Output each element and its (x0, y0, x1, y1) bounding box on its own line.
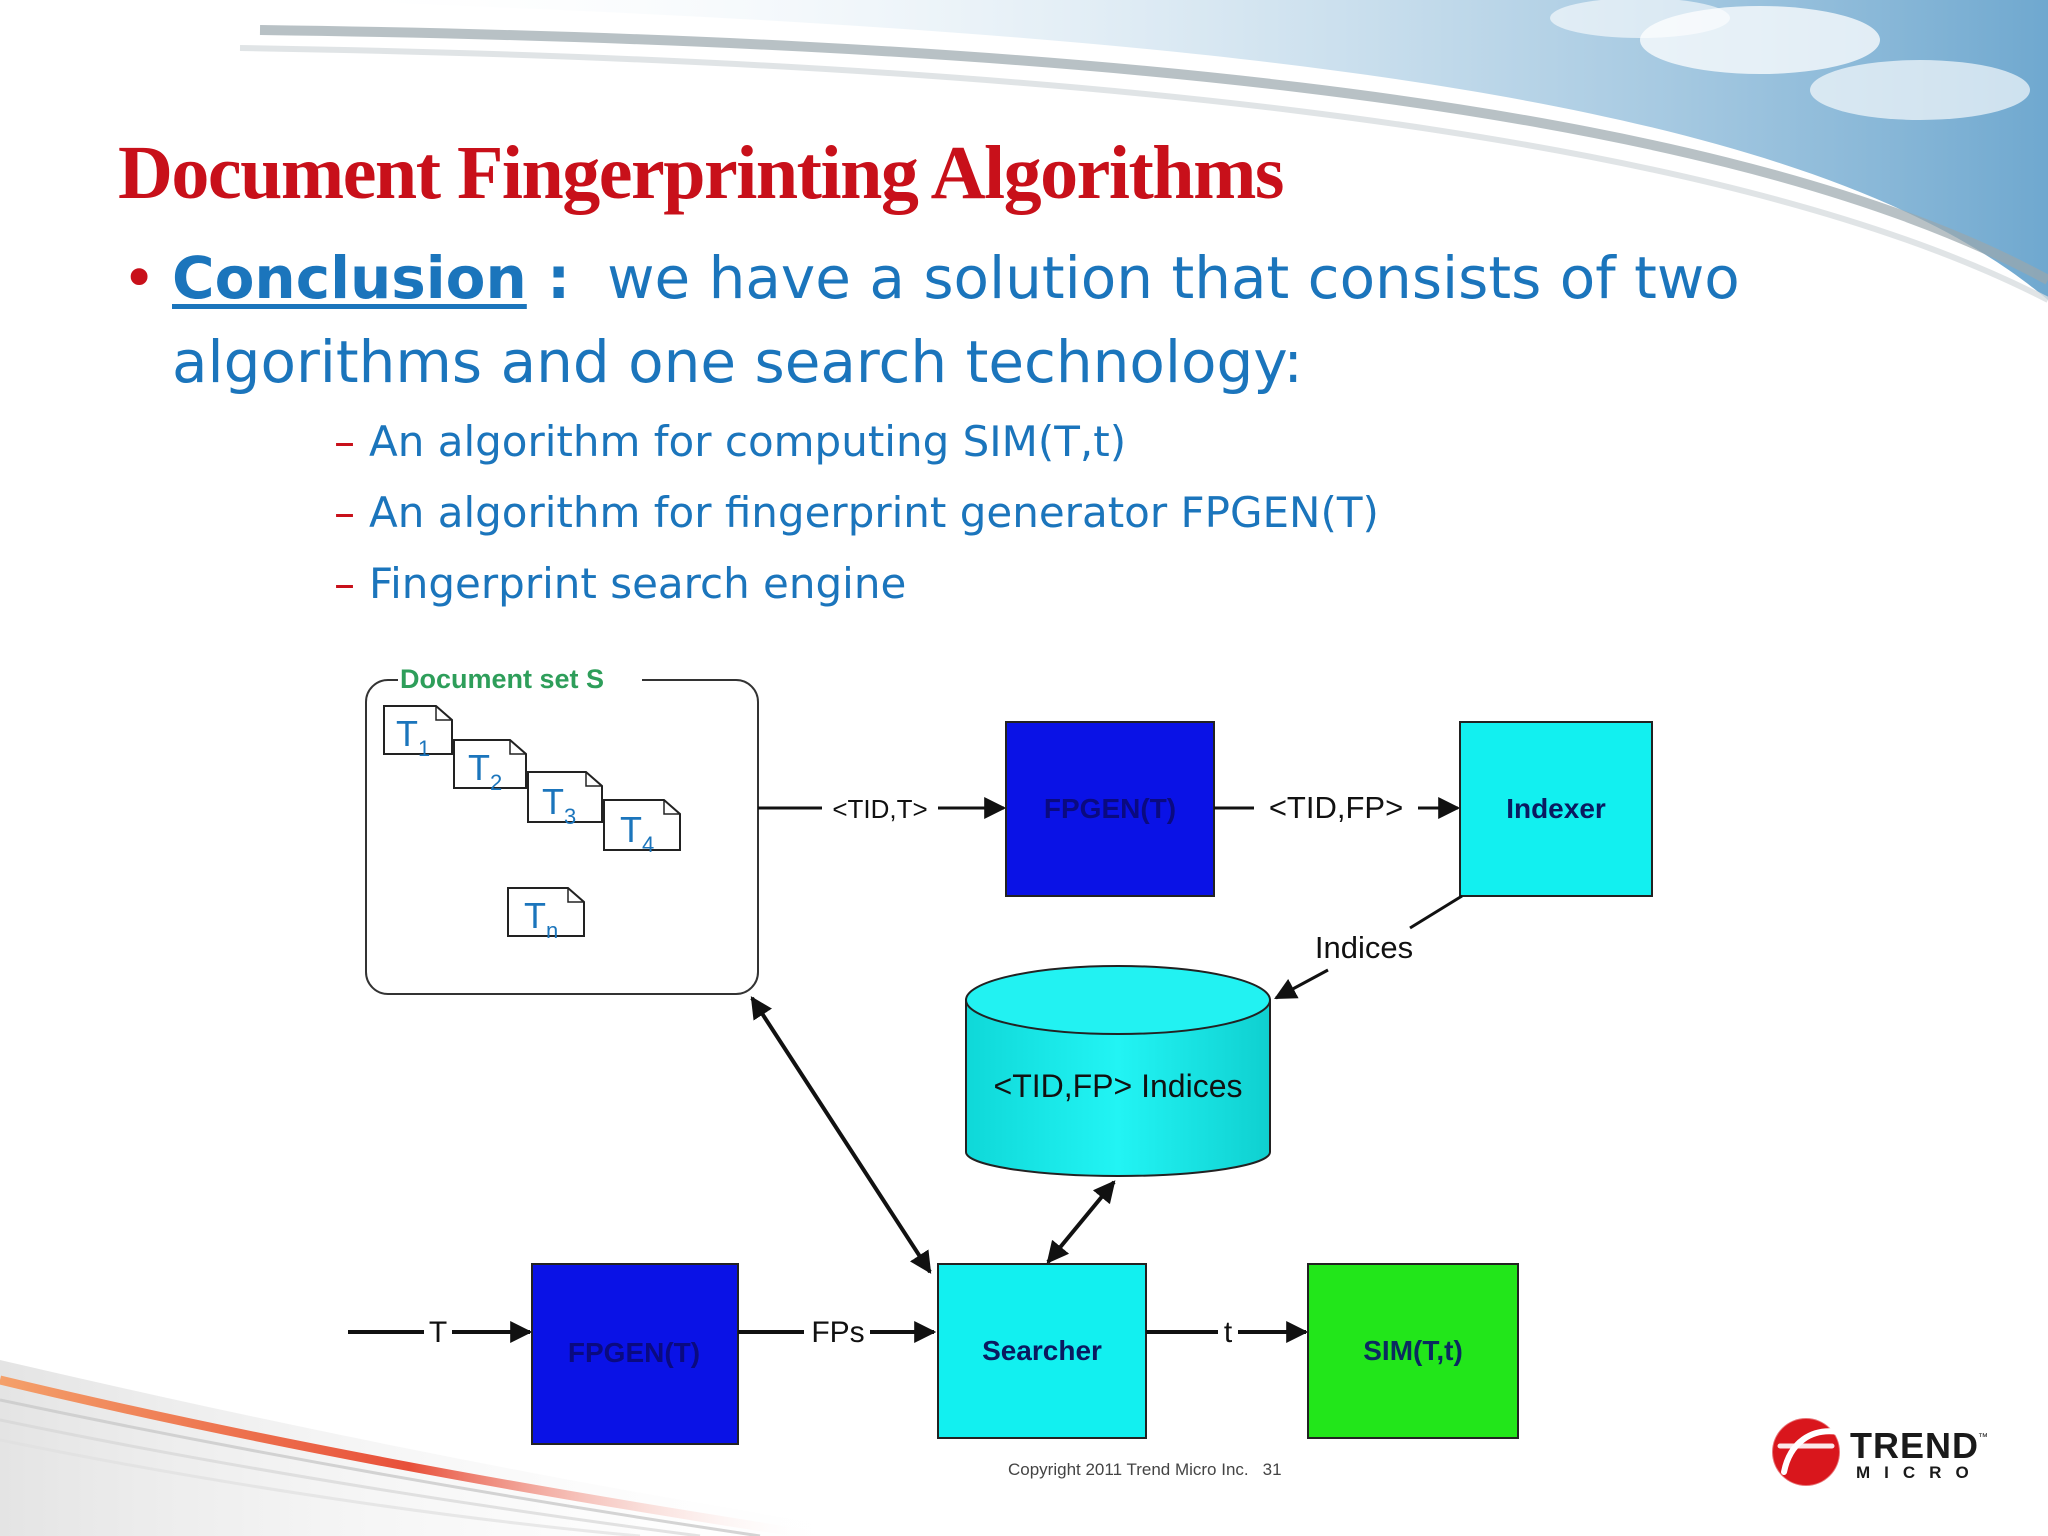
document-subscript: 1 (418, 736, 430, 761)
bullet-text: Conclusion : we have a solution that con… (122, 236, 1762, 404)
edge-label-tid-t: <TID,T> (832, 794, 927, 824)
edge-indices: Indices (1274, 894, 1463, 1000)
edge-t-output: t (1146, 1316, 1309, 1349)
page-number: 31 (1262, 1460, 1282, 1479)
edge-database-searcher (1046, 1180, 1116, 1264)
sub-item: –Fingerprint search engine (334, 548, 1379, 619)
document-subscript: 3 (564, 804, 576, 829)
document-subscript: 2 (490, 770, 502, 795)
top-right-swoosh (239, 0, 2048, 303)
sub-item: –An algorithm for fingerprint generator … (334, 477, 1379, 548)
edge-label-fps: FPs (811, 1316, 864, 1349)
svg-text:T4: T4 (620, 809, 654, 857)
document-subscript: n (546, 918, 558, 943)
conclusion-keyword: Conclusion (172, 244, 527, 312)
document-label: T (524, 895, 546, 936)
indices-database: <TID,FP> Indices (965, 965, 1271, 1177)
edge-tid-t: <TID,T> (758, 794, 1007, 824)
searcher-node: Searcher (937, 1263, 1147, 1439)
dash-marker: – (334, 559, 355, 608)
document-icon-tn: Tn (507, 887, 585, 943)
document-icon-t1: T1 (383, 705, 453, 761)
sim-node: SIM(T,t) (1307, 1263, 1519, 1439)
document-set-label: Document set S (400, 664, 604, 694)
edge-label-t-input: T (429, 1316, 447, 1349)
sub-item-text: An algorithm for fingerprint generator F… (369, 488, 1379, 537)
logo-trend-text: TREND (1850, 1425, 1979, 1466)
conclusion-bullet: • Conclusion : we have a solution that c… (122, 236, 1762, 404)
document-label: T (468, 747, 490, 788)
document-label: T (542, 781, 564, 822)
edge-fps: FPs (738, 1316, 937, 1349)
svg-text:T3: T3 (542, 781, 576, 829)
edge-docset-searcher (750, 996, 932, 1274)
copyright-text: Copyright 2011 Trend Micro Inc. (1008, 1460, 1249, 1479)
dash-marker: – (334, 488, 355, 537)
dash-marker: – (334, 417, 355, 466)
fpgen-top-label: FPGEN(T) (1044, 793, 1176, 824)
fpgen-bottom-label: FPGEN(T) (568, 1337, 700, 1368)
sub-item: –An algorithm for computing SIM(T,t) (334, 406, 1379, 477)
edge-label-t-output: t (1224, 1316, 1233, 1349)
svg-text:Tn: Tn (524, 895, 558, 943)
edge-tid-fp: <TID,FP> (1214, 790, 1461, 825)
document-icon-t2: T2 (453, 739, 527, 795)
indexer-node: Indexer (1459, 721, 1653, 897)
sim-label: SIM(T,t) (1363, 1335, 1463, 1366)
document-icon-t3: T3 (527, 771, 603, 829)
logo-trademark: ™ (1978, 1432, 1988, 1443)
document-subscript: 4 (642, 832, 654, 857)
sub-item-list: –An algorithm for computing SIM(T,t) –An… (334, 406, 1379, 619)
searcher-label: Searcher (982, 1335, 1102, 1366)
fpgen-bottom-node: FPGEN(T) (531, 1263, 739, 1445)
indexer-label: Indexer (1506, 793, 1606, 824)
edge-label-indices: Indices (1315, 930, 1413, 965)
edge-t-input: T (348, 1316, 533, 1349)
conclusion-text: we have a solution that consists of two … (172, 244, 1740, 396)
document-icon-t4: T4 (603, 799, 681, 857)
slide-title: Document Fingerprinting Algorithms (118, 131, 1284, 215)
bottom-left-swoosh (0, 1360, 900, 1536)
trend-micro-logo-icon (1771, 1417, 1841, 1487)
indices-database-label: <TID,FP> Indices (994, 1068, 1243, 1104)
edge-label-tid-fp: <TID,FP> (1269, 790, 1403, 825)
conclusion-separator: : (526, 244, 571, 312)
bullet-dot-icon: • (122, 244, 157, 312)
copyright-footer: Copyright 2011 Trend Micro Inc. 31 (1008, 1460, 1282, 1480)
sub-item-text: Fingerprint search engine (369, 559, 907, 608)
logo-micro-text: MICRO (1856, 1463, 1983, 1482)
document-label: T (396, 713, 418, 754)
document-label: T (620, 809, 642, 850)
svg-text:T2: T2 (468, 747, 502, 795)
svg-text:T1: T1 (396, 713, 430, 761)
sub-item-text: An algorithm for computing SIM(T,t) (369, 417, 1127, 466)
